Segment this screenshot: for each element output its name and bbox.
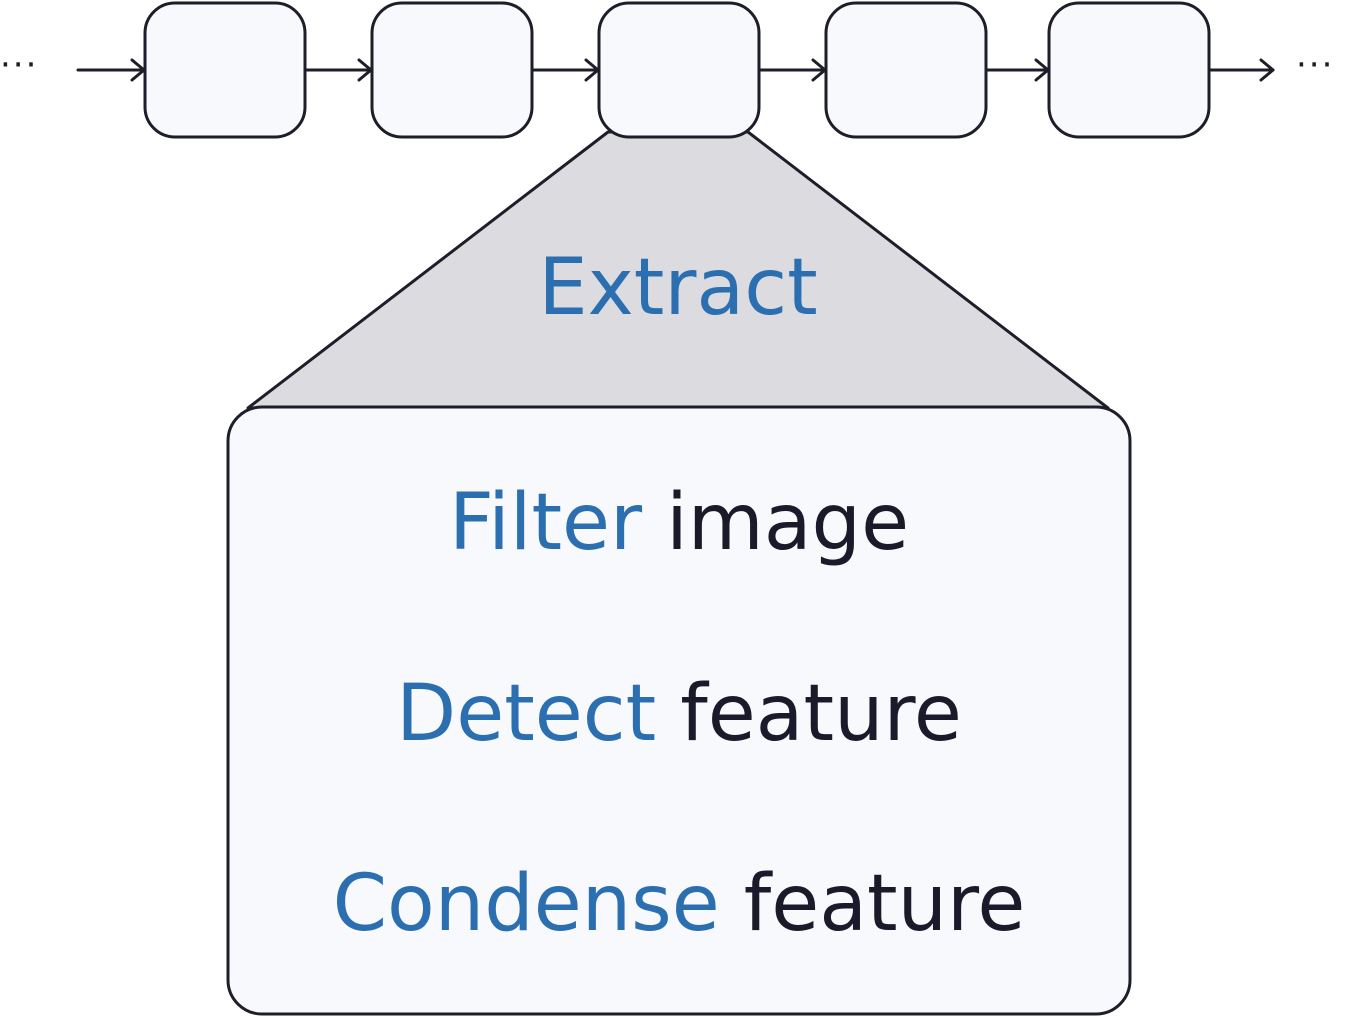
step-object: feature xyxy=(680,669,962,759)
flow-box-1 xyxy=(143,1,307,139)
flow-box-2 xyxy=(370,1,534,139)
arrow-head-out xyxy=(1259,58,1275,82)
step-object: image xyxy=(666,478,909,568)
flow-box-3-expanded xyxy=(597,1,761,139)
step-verb: Condense xyxy=(333,859,720,949)
step-verb: Detect xyxy=(396,669,656,759)
step-condense-feature: Condense feature xyxy=(333,859,1026,949)
detail-panel xyxy=(226,405,1132,1016)
ellipsis-left: ··· xyxy=(0,45,38,85)
flow-box-4 xyxy=(824,1,988,139)
ellipsis-right: ··· xyxy=(1296,45,1334,85)
step-verb: Filter xyxy=(449,478,643,568)
flow-box-5 xyxy=(1047,1,1211,139)
step-filter-image: Filter image xyxy=(449,478,909,568)
step-detect-feature: Detect feature xyxy=(396,669,962,759)
funnel-title: Extract xyxy=(538,243,817,333)
step-object: feature xyxy=(744,859,1026,949)
